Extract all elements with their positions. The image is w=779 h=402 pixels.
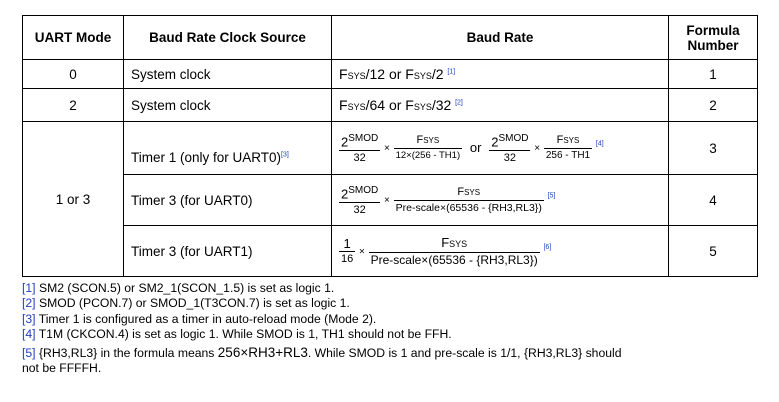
ref-1: [1] <box>447 68 456 76</box>
table-row: 1 or 3 Timer 1 (only for UART0)[3] 2SMOD… <box>22 121 758 277</box>
cell-source: Timer 3 (for UART1) <box>123 225 332 277</box>
table-row: 2 System clock FSYS/64 or FSYS/32 [2] 2 <box>22 88 758 122</box>
ref-5: [5] <box>547 193 556 201</box>
cell-source: System clock <box>123 88 332 122</box>
ref-6: [6] <box>543 244 552 252</box>
header-row: UART Mode Baud Rate Clock Source Baud Ra… <box>22 15 758 60</box>
table-row: 0 System clock FSYS/12 or FSYS/2 [1] 1 <box>22 59 758 89</box>
cell-source: System clock <box>123 59 332 89</box>
cell-formula-1: FSYS/12 or FSYS/2 [1] <box>331 59 669 89</box>
footnote-1: [1] SM2 (SCON.5) or SM2_1(SCON_1.5) is s… <box>22 281 335 295</box>
cell-mode: 0 <box>22 59 124 89</box>
cell-formula-2: FSYS/64 or FSYS/32 [2] <box>331 88 669 122</box>
footnote-4: [4] T1M (CKCON.4) is set as logic 1. Whi… <box>22 326 452 341</box>
header-uart-mode: UART Mode <box>22 15 124 60</box>
cell-formula-number: 4 <box>668 174 758 226</box>
baud-rate-table: UART Mode Baud Rate Clock Source Baud Ra… <box>22 15 758 277</box>
cell-formula-number: 5 <box>668 225 758 277</box>
header-formula-number: Formula Number <box>668 15 758 60</box>
cell-mode: 2 <box>22 88 124 122</box>
cell-formula-number: 2 <box>668 88 758 122</box>
cell-formula-number: 3 <box>668 121 758 175</box>
ref-2: [2] <box>455 99 463 107</box>
footnote-5-continued: not be FFFFH. <box>22 361 102 376</box>
header-clock-source: Baud Rate Clock Source <box>123 15 332 60</box>
cell-source: Timer 1 (only for UART0)[3] <box>123 121 332 175</box>
footnotes: [1] SM2 (SCON.5) or SM2_1(SCON_1.5) is s… <box>22 281 757 377</box>
footnote-3: [3] Timer 1 is configured as a timer in … <box>22 311 377 326</box>
header-baud-rate: Baud Rate <box>331 15 669 60</box>
cell-formula-number: 1 <box>668 59 758 89</box>
ref-4: [4] <box>595 141 604 149</box>
cell-mode: 1 or 3 <box>22 121 124 277</box>
footnote-2: [2] SMOD (PCON.7) or SMOD_1(T3CON.7) is … <box>22 296 350 311</box>
footnote-5: [5] {RH3,RL3} in the formula means 256×R… <box>22 345 622 361</box>
document: UART Mode Baud Rate Clock Source Baud Ra… <box>22 15 758 377</box>
cell-source: Timer 3 (for UART0) <box>123 174 332 226</box>
